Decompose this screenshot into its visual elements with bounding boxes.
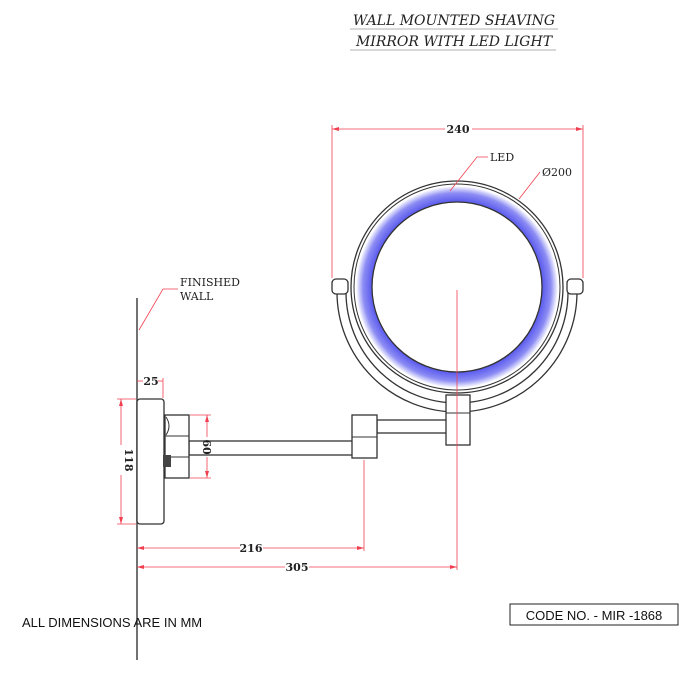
callouts: LED Ø200 FINISHED WALL xyxy=(138,151,572,331)
svg-text:WALL MOUNTED SHAVING: WALL MOUNTED SHAVING xyxy=(353,13,555,29)
mirror-head xyxy=(350,180,564,394)
svg-text:MIRROR WITH LED LIGHT: MIRROR WITH LED LIGHT xyxy=(355,34,554,50)
label-diameter: Ø200 xyxy=(542,166,572,179)
wall-bracket-arm xyxy=(136,394,471,525)
dim-arm-reach: 216 xyxy=(240,542,263,555)
dim-plate-depth: 25 xyxy=(143,375,158,388)
units-note: ALL DIMENSIONS ARE IN MM xyxy=(22,615,202,630)
wall-plate xyxy=(136,398,165,525)
drawing-title: WALL MOUNTED SHAVING MIRROR WITH LED LIG… xyxy=(350,13,558,51)
adjustment-knob xyxy=(163,455,171,467)
product-code: CODE NO. - MIR -1868 xyxy=(526,608,663,623)
dim-plate-height: 118 xyxy=(122,449,135,472)
label-finished: FINISHED xyxy=(180,276,240,289)
dimension-lines: 240 25 118 60 216 305 xyxy=(117,123,584,574)
label-led: LED xyxy=(490,151,514,164)
dim-width: 240 xyxy=(447,123,470,136)
label-wall: WALL xyxy=(180,290,214,303)
dim-total-reach: 305 xyxy=(286,561,309,574)
dim-block-height: 60 xyxy=(200,439,213,455)
